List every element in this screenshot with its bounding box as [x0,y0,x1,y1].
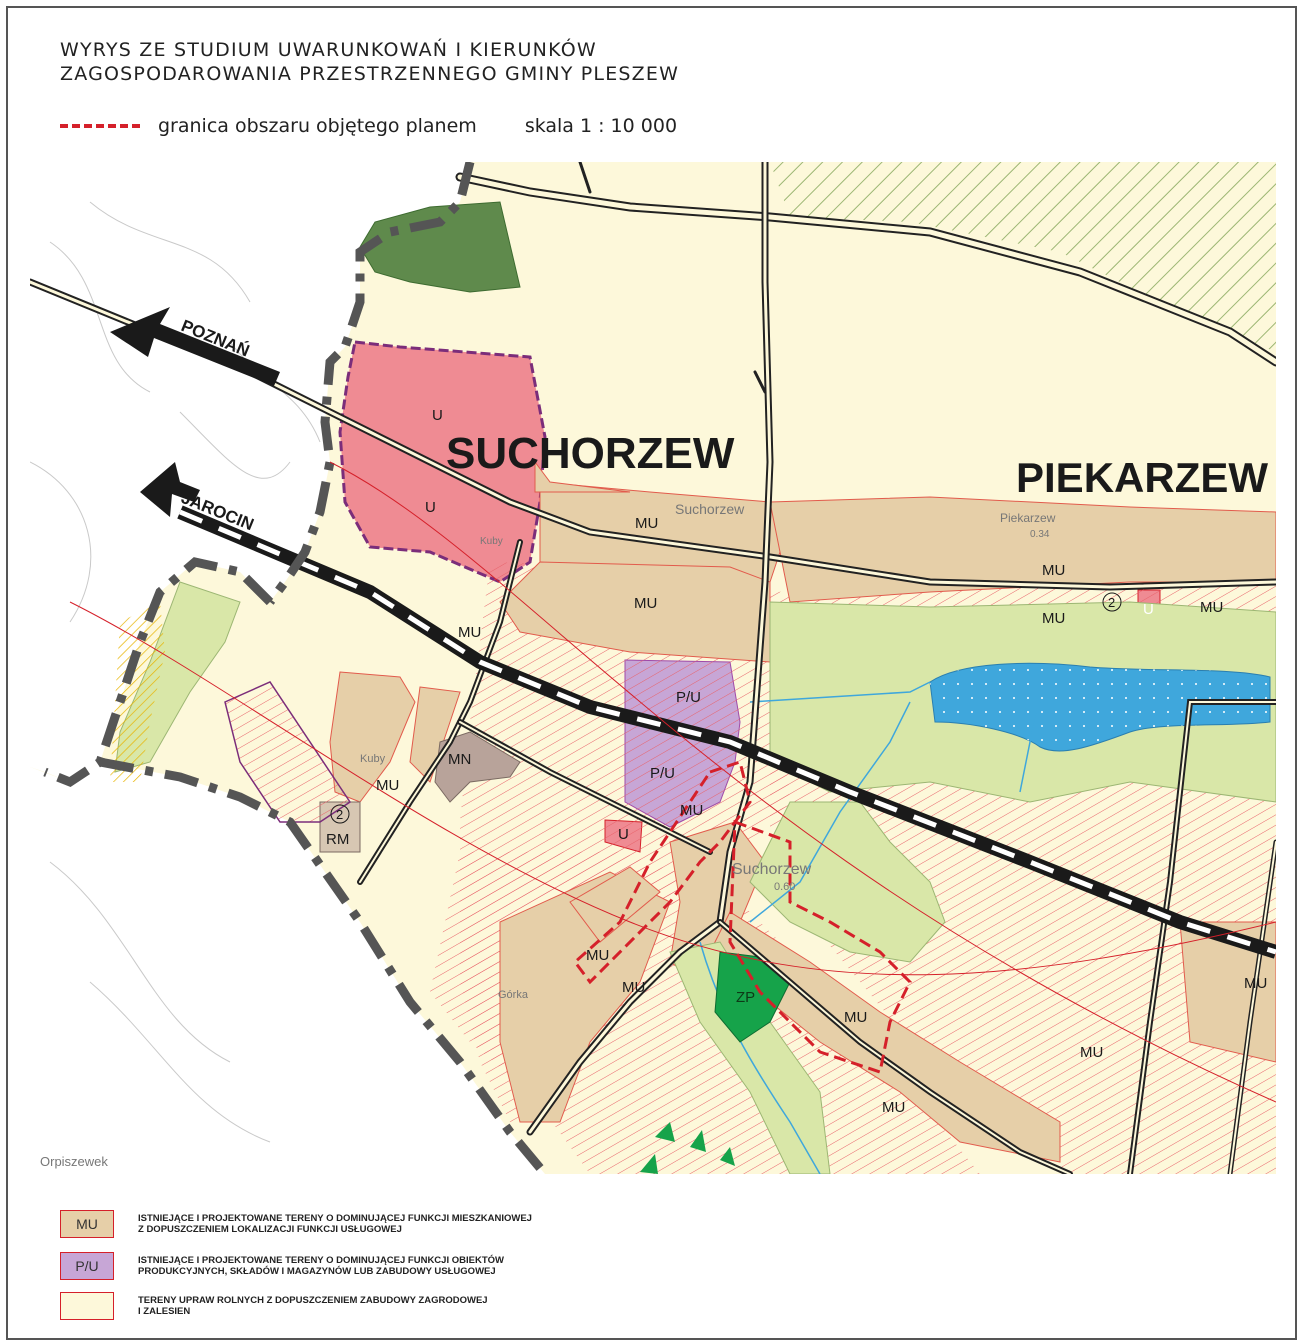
zone-label-mu: MU [622,979,645,996]
title-line-1: WYRYS ZE STUDIUM UWARUNKOWAŃ I KIERUNKÓW [60,39,597,61]
zone-label-mu: MU [1042,562,1065,579]
power-lines [69,461,1276,1103]
legend-row-pu: P/U ISTNIEJĄCE I PROJEKTOWANE TERENY O D… [60,1252,760,1280]
zone-label-u: U [1143,601,1154,618]
zone-label-u: U [618,826,629,843]
boundary-legend: granica obszaru objętego planem skala 1 … [60,114,677,138]
map-canvas[interactable]: SUCHORZEW PIEKARZEW POZNAŃ JAROCIN Sucho… [30,162,1276,1174]
zone-label-mu: MU [1080,1044,1103,1061]
place-piekarzew-small: Piekarzew [1000,511,1056,525]
mn-zone [434,731,521,803]
residential-zones [329,460,1276,1163]
place-suchorzew-lower: Suchorzew [732,861,812,878]
forest-planned-area [770,162,1276,352]
industrial-zone-hatch [625,660,740,827]
zone-label-mu: MU [1244,975,1267,992]
plan-boundary-label: granica obszaru objętego planem [158,115,477,137]
zone-label-mu: MU [882,1099,905,1116]
map-scale: skala 1 : 10 000 [524,115,678,137]
legend-swatch-agricultural [60,1292,114,1320]
legend-text-pu: ISTNIEJĄCE I PROJEKTOWANE TERENY O DOMIN… [138,1255,504,1277]
place-orpiszewek: Orpiszewek [40,1154,108,1169]
title-line-2: ZAGOSPODAROWANIA PRZESTRZENNEGO GMINY PL… [60,63,680,85]
purple-outline-area [224,681,352,823]
map-drawing: SUCHORZEW PIEKARZEW POZNAŃ JAROCIN Sucho… [30,162,1276,1174]
legend-row-mu: MU ISTNIEJĄCE I PROJEKTOWANE TERENY O DO… [60,1210,760,1238]
place-suchorzew-lower-area: 0.60 [774,881,795,893]
place-suchorzew-small: Suchorzew [675,501,745,517]
zone-label-rm: RM [326,831,349,848]
zone-label-mu: MU [844,1009,867,1026]
roads [30,162,1276,1174]
place-piekarzew-area: 0.34 [1030,529,1050,540]
zone-label-pu: P/U [650,765,675,782]
forest-area [359,201,521,293]
direction-arrows [110,307,280,517]
map-title: WYRYS ZE STUDIUM UWARUNKOWAŃ I KIERUNKÓW… [60,38,679,86]
circle-marker [1102,592,1122,612]
plan-boundary [572,760,912,1074]
zone-label-mu: MU [635,515,658,532]
plan-boundary-dash-symbol [60,124,140,128]
zone-label-zp: ZP [736,989,755,1006]
tree-symbols [640,1122,735,1174]
place-gorka: Górka [498,989,529,1001]
zone-label-u: U [425,499,436,516]
circle-marker [330,804,350,824]
legend-text-mu: ISTNIEJĄCE I PROJEKTOWANE TERENY O DOMIN… [138,1213,532,1235]
zone-label-mu: MU [1042,610,1065,627]
zone-label-pu: P/U [676,689,701,706]
legend-swatch-mu: MU [60,1210,114,1238]
legend-text-agricultural: TERENY UPRAW ROLNYCH Z DOPUSZCZENIEM ZAB… [138,1295,488,1317]
legend-row-agricultural: TERENY UPRAW ROLNYCH Z DOPUSZCZENIEM ZAB… [60,1292,760,1320]
zone-label-mu: MU [376,777,399,794]
place-kuby-lower: Kuby [360,753,386,765]
village-suchorzew: SUCHORZEW [446,429,735,478]
railway [177,505,1276,959]
zone-label-mu: MU [634,595,657,612]
zone-label-mu: MU [586,947,609,964]
zone-label-mu: MU [680,802,703,819]
village-piekarzew: PIEKARZEW [1016,454,1268,501]
pond-texture [930,663,1270,752]
zone-label-mu: MU [1200,599,1223,616]
zone-label-mu: MU [458,624,481,641]
zone-label-mn: MN [448,751,471,768]
circle-marker-label: 2 [336,807,343,822]
legend-swatch-pu: P/U [60,1252,114,1280]
zone-label-u: U [432,407,443,424]
circle-marker-label: 2 [1108,595,1115,610]
study-boundary [43,162,549,1174]
place-kuby-upper: Kuby [480,536,503,547]
